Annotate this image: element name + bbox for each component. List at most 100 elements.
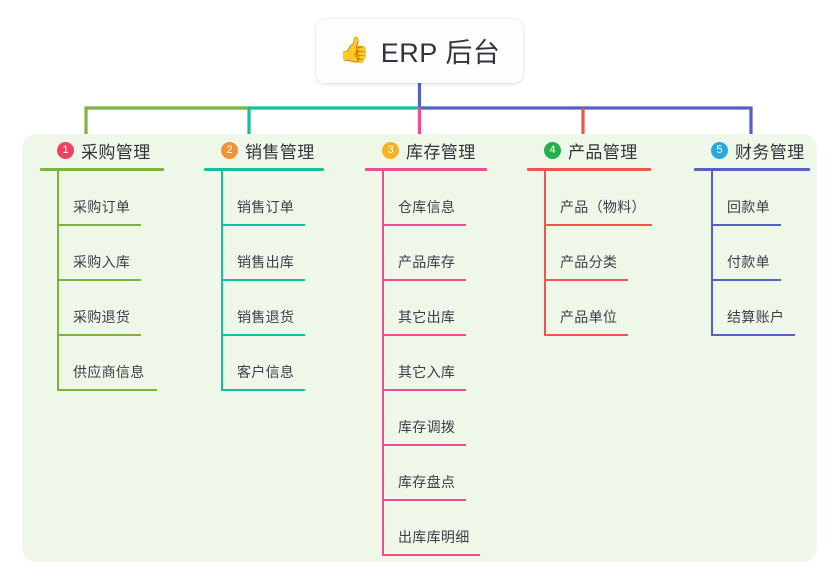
branch-item-spine bbox=[221, 280, 223, 336]
root-node-title: ERP 后台 bbox=[380, 37, 501, 68]
branch-item-spine bbox=[382, 335, 384, 391]
branch-columns: 1 采购管理采购订单采购入库采购退货供应商信息 2 销售管理销售订单销售出库销售退货客… bbox=[22, 134, 817, 562]
branch-item-spine bbox=[382, 280, 384, 336]
branch-item-label: 产品库存 bbox=[398, 253, 456, 270]
branch-item[interactable]: 销售出库 bbox=[204, 225, 324, 281]
branch-item-label: 采购订单 bbox=[73, 198, 131, 215]
branch-children-5: 回款单付款单结算账户 bbox=[694, 170, 810, 336]
branch-item[interactable]: 回款单 bbox=[694, 170, 810, 226]
branch-item-spine bbox=[382, 225, 384, 281]
branch-item-spine bbox=[544, 225, 546, 281]
branch-item-underline bbox=[57, 223, 141, 226]
branch-badge-4: 4 bbox=[544, 141, 561, 159]
root-node-card[interactable]: 👍 ERP 后台 bbox=[316, 19, 523, 83]
branch-item-spine bbox=[221, 225, 223, 281]
branch-underline-5 bbox=[694, 168, 810, 171]
branch-title-3: 库存管理 bbox=[406, 142, 476, 162]
branch-item-spine bbox=[544, 170, 546, 226]
branch-item[interactable]: 产品分类 bbox=[527, 225, 651, 281]
branch-item-underline bbox=[382, 553, 480, 556]
branch-item[interactable]: 产品单位 bbox=[527, 280, 651, 336]
branch-badge-2: 2 bbox=[221, 141, 238, 159]
branch-item[interactable]: 其它出库 bbox=[365, 280, 487, 336]
branch-item[interactable]: 采购退货 bbox=[40, 280, 164, 336]
branch-children-3: 仓库信息产品库存其它出库其它入库库存调拨库存盘点出库库明细 bbox=[365, 170, 487, 556]
branch-item-underline bbox=[221, 223, 305, 226]
branch-item-label: 客户信息 bbox=[237, 363, 295, 380]
branch-item-underline bbox=[544, 223, 652, 226]
branch-item-spine bbox=[711, 280, 713, 336]
branch-item-label: 回款单 bbox=[727, 198, 770, 215]
branch-item-underline bbox=[711, 333, 795, 336]
branch-item-underline bbox=[57, 333, 141, 336]
branch-badge-3: 3 bbox=[382, 141, 399, 159]
branch-item[interactable]: 仓库信息 bbox=[365, 170, 487, 226]
branch-item[interactable]: 采购入库 bbox=[40, 225, 164, 281]
branch-item[interactable]: 销售退货 bbox=[204, 280, 324, 336]
branch-item[interactable]: 出库库明细 bbox=[365, 500, 487, 556]
branch-children-4: 产品（物料） 产品分类产品单位 bbox=[527, 170, 652, 336]
branch-title-2: 销售管理 bbox=[245, 142, 315, 162]
branch-item-spine bbox=[382, 500, 384, 556]
branch-item-label: 产品单位 bbox=[560, 308, 618, 325]
branch-column-4: 4 产品管理产品（物料） 产品分类产品单位 bbox=[527, 134, 652, 336]
branch-item-spine bbox=[57, 335, 59, 391]
branch-item[interactable]: 库存调拨 bbox=[365, 390, 487, 446]
branch-item[interactable]: 供应商信息 bbox=[40, 335, 164, 391]
branch-item-label: 产品（物料） bbox=[560, 198, 646, 215]
branch-children-2: 销售订单销售出库销售退货客户信息 bbox=[204, 170, 324, 391]
branch-item[interactable]: 产品（物料） bbox=[527, 170, 652, 226]
branch-item-label: 出库库明细 bbox=[398, 528, 470, 545]
branch-badge-1: 1 bbox=[57, 141, 74, 159]
branch-item-label: 销售退货 bbox=[237, 308, 295, 325]
branch-item-label: 库存盘点 bbox=[398, 473, 456, 490]
branch-item-label: 其它出库 bbox=[398, 308, 456, 325]
branch-header-1[interactable]: 1 采购管理 bbox=[40, 134, 164, 166]
branch-item-label: 供应商信息 bbox=[73, 363, 145, 380]
branch-underline-1 bbox=[40, 168, 164, 171]
branch-item-spine bbox=[382, 170, 384, 226]
branch-title-4: 产品管理 bbox=[568, 142, 638, 162]
branch-item-underline bbox=[57, 388, 157, 391]
root-node-content: 👍 ERP 后台 bbox=[339, 31, 501, 70]
branch-item-label: 采购入库 bbox=[73, 253, 131, 270]
branch-title-1: 采购管理 bbox=[81, 142, 151, 162]
branch-item-underline bbox=[221, 333, 305, 336]
branch-item[interactable]: 库存盘点 bbox=[365, 445, 487, 501]
branch-item-underline bbox=[382, 388, 466, 391]
branch-header-4[interactable]: 4 产品管理 bbox=[527, 134, 651, 166]
branch-item-underline bbox=[711, 278, 781, 281]
branch-item-spine bbox=[382, 445, 384, 501]
branch-item-label: 采购退货 bbox=[73, 308, 131, 325]
branch-item-underline bbox=[57, 278, 141, 281]
branch-item-spine bbox=[544, 280, 546, 336]
branch-item[interactable]: 结算账户 bbox=[694, 280, 810, 336]
branch-item[interactable]: 销售订单 bbox=[204, 170, 324, 226]
branch-item-label: 结算账户 bbox=[727, 308, 785, 325]
branch-item-underline bbox=[711, 223, 781, 226]
branch-header-2[interactable]: 2 销售管理 bbox=[204, 134, 324, 166]
branch-column-1: 1 采购管理采购订单采购入库采购退货供应商信息 bbox=[40, 134, 164, 391]
branch-item-underline bbox=[382, 278, 466, 281]
branch-title-5: 财务管理 bbox=[735, 142, 805, 162]
branch-item[interactable]: 采购订单 bbox=[40, 170, 164, 226]
branch-item[interactable]: 其它入库 bbox=[365, 335, 487, 391]
branch-item[interactable]: 付款单 bbox=[694, 225, 810, 281]
branch-item-underline bbox=[382, 333, 466, 336]
branch-children-1: 采购订单采购入库采购退货供应商信息 bbox=[40, 170, 164, 391]
branch-item-underline bbox=[221, 278, 305, 281]
branch-item-label: 库存调拨 bbox=[398, 418, 456, 435]
branch-item-label: 仓库信息 bbox=[398, 198, 456, 215]
branch-item[interactable]: 客户信息 bbox=[204, 335, 324, 391]
branch-item[interactable]: 产品库存 bbox=[365, 225, 487, 281]
branch-item-underline bbox=[382, 498, 466, 501]
branch-column-2: 2 销售管理销售订单销售出库销售退货客户信息 bbox=[204, 134, 324, 391]
branch-item-label: 产品分类 bbox=[560, 253, 618, 270]
branch-header-3[interactable]: 3 库存管理 bbox=[365, 134, 487, 166]
branches-panel bbox=[22, 134, 817, 562]
branch-item-underline bbox=[221, 388, 305, 391]
branch-item-underline bbox=[382, 223, 466, 226]
